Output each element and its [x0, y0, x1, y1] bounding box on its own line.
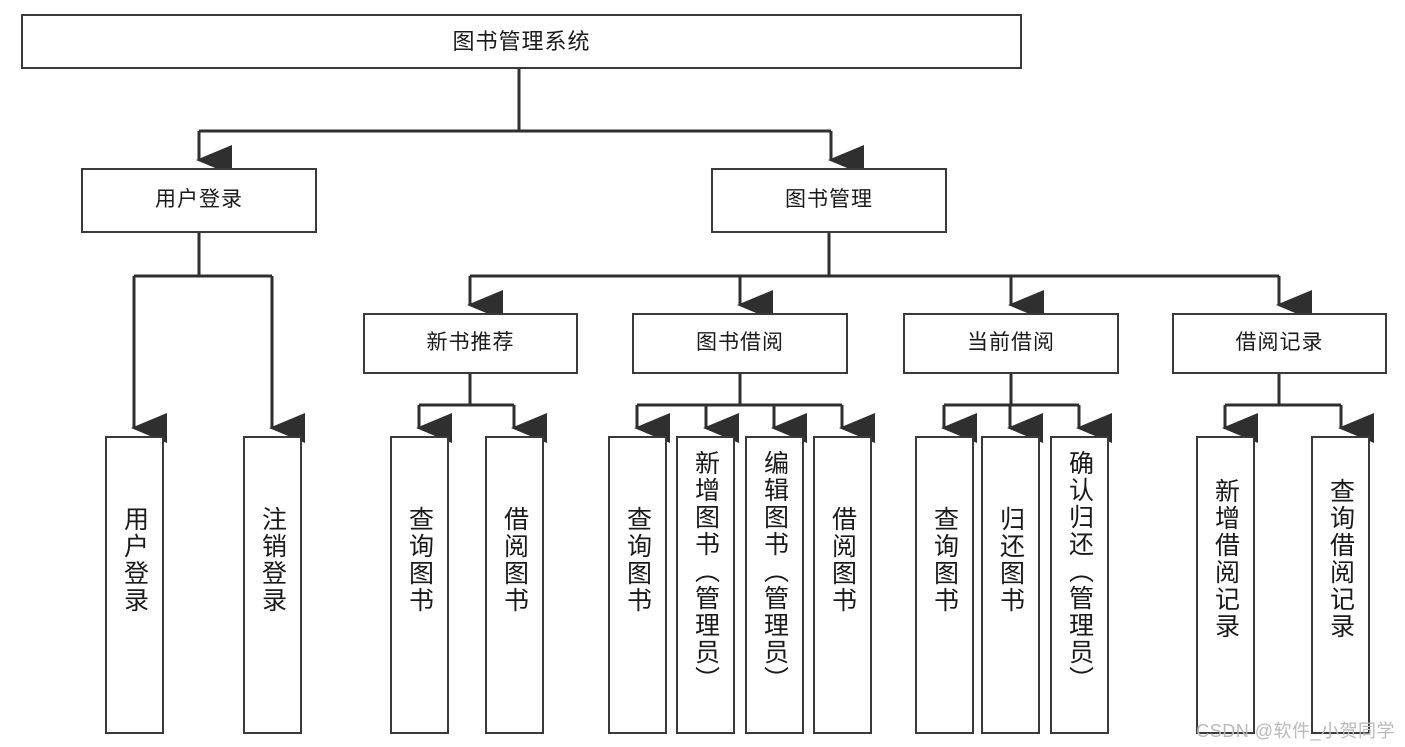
leaf-current-query-book[interactable]: 查询图书	[915, 436, 974, 734]
leaf-user-login-login[interactable]: 用户登录	[105, 436, 164, 734]
node-label: 图书管理	[785, 188, 873, 212]
leaf-label: 借阅图书	[828, 506, 857, 614]
leaf-borrow-borrow-book[interactable]: 借阅图书	[813, 436, 872, 734]
leaf-label: 确认归还（管理员）	[1065, 450, 1094, 693]
node-label: 图书管理系统	[452, 28, 591, 54]
node-label: 用户登录	[155, 188, 243, 212]
node-label: 图书借阅	[696, 331, 784, 355]
node-root-system[interactable]: 图书管理系统	[21, 14, 1022, 69]
leaf-borrow-edit-book-admin[interactable]: 编辑图书（管理员）	[745, 436, 804, 734]
leaf-label: 归还图书	[996, 506, 1025, 614]
leaf-borrow-query-book[interactable]: 查询图书	[608, 436, 667, 734]
leaf-current-confirm-return-admin[interactable]: 确认归还（管理员）	[1050, 436, 1109, 734]
leaf-label: 用户登录	[120, 506, 149, 614]
leaf-record-query-record[interactable]: 查询借阅记录	[1311, 436, 1370, 734]
leaf-record-add-record[interactable]: 新增借阅记录	[1196, 436, 1255, 734]
watermark-text: CSDN @软件_小贺同学	[1196, 721, 1395, 741]
leaf-label: 新增图书（管理员）	[691, 450, 720, 693]
node-current-borrow[interactable]: 当前借阅	[903, 313, 1119, 374]
leaf-current-return-book[interactable]: 归还图书	[981, 436, 1040, 734]
leaf-label: 编辑图书（管理员）	[760, 450, 789, 693]
leaf-recommend-query-book[interactable]: 查询图书	[390, 436, 449, 734]
node-book-management[interactable]: 图书管理	[711, 168, 947, 233]
node-book-borrow[interactable]: 图书借阅	[632, 313, 848, 374]
leaf-label: 查询图书	[405, 506, 434, 614]
node-user-login[interactable]: 用户登录	[81, 168, 317, 233]
node-borrow-record[interactable]: 借阅记录	[1172, 313, 1387, 374]
leaf-label: 查询借阅记录	[1326, 478, 1355, 640]
node-label: 借阅记录	[1235, 331, 1324, 355]
node-label: 新书推荐	[426, 331, 515, 355]
leaf-label: 借阅图书	[500, 506, 529, 614]
leaf-label: 新增借阅记录	[1211, 478, 1240, 640]
leaf-borrow-add-book-admin[interactable]: 新增图书（管理员）	[676, 436, 735, 734]
leaf-user-login-logout[interactable]: 注销登录	[243, 436, 302, 734]
leaf-recommend-borrow-book[interactable]: 借阅图书	[485, 436, 544, 734]
leaf-label: 查询图书	[623, 506, 652, 614]
node-label: 当前借阅	[967, 331, 1055, 355]
leaf-label: 查询图书	[930, 506, 959, 614]
leaf-label: 注销登录	[258, 506, 287, 614]
node-new-book-recommend[interactable]: 新书推荐	[363, 313, 578, 374]
